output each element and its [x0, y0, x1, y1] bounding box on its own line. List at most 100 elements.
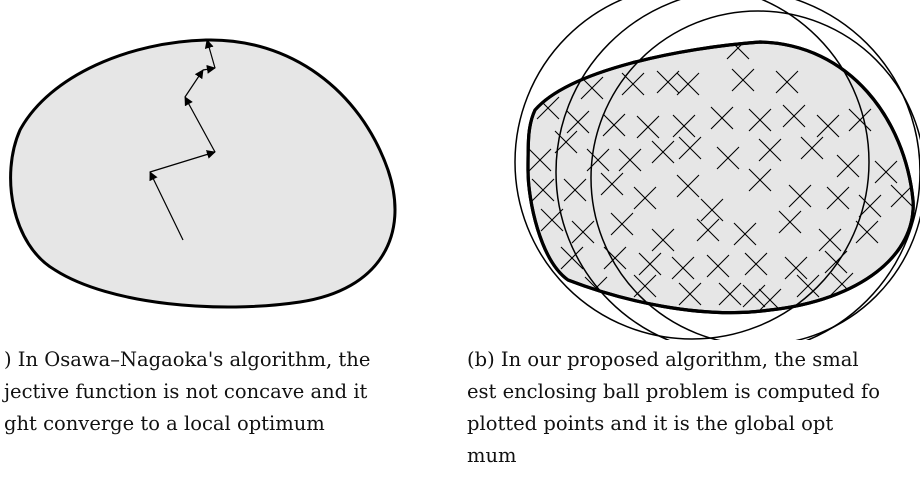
sample-point [744, 252, 768, 276]
caption-b-line: est enclosing ball problem is computed f… [467, 380, 880, 403]
sample-point [676, 72, 700, 96]
sample-point-stroke [638, 252, 662, 276]
sample-point-stroke [651, 228, 675, 252]
sample-point-stroke [796, 274, 820, 298]
caption-a: ) In Osawa–Nagaoka's algorithm, the ject… [4, 344, 454, 440]
sample-point-stroke [528, 148, 552, 172]
sample-point [758, 138, 782, 162]
panel-b-graphic [514, 0, 920, 340]
sample-point-stroke [676, 72, 700, 96]
panel-a-graphic [9, 38, 397, 309]
sample-point-stroke [566, 110, 590, 134]
sample-point [716, 146, 740, 170]
sample-point-stroke [778, 210, 802, 234]
sample-point [656, 70, 680, 94]
enclosing-ball [555, 0, 920, 340]
path-arrow [184, 69, 204, 98]
sample-point-stroke [671, 256, 695, 280]
sample-point [796, 274, 820, 298]
sample-point-stroke [848, 108, 872, 132]
sample-point-stroke [571, 220, 595, 244]
sample-point [818, 228, 842, 252]
sample-point [554, 130, 578, 154]
sample-point-stroke [656, 70, 680, 94]
sample-point [726, 42, 750, 60]
sample-point [610, 212, 634, 236]
figure-graphics [9, 0, 920, 340]
sample-point [671, 256, 695, 280]
sample-point-stroke [560, 246, 584, 270]
sample-point-stroke [748, 108, 772, 132]
sample-point [700, 198, 724, 222]
sample-point-stroke [890, 184, 914, 208]
sample-point-stroke [782, 104, 806, 128]
sample-point [678, 136, 702, 160]
caption-a-line: jective function is not concave and it [4, 380, 368, 403]
sample-point [748, 168, 772, 192]
caption-a-line: ) In Osawa–Nagaoka's algorithm, the [4, 348, 371, 371]
sample-point [748, 108, 772, 132]
sample-point [531, 178, 555, 202]
sample-point-stroke [678, 282, 702, 306]
sample-point [758, 288, 782, 312]
caption-b-line: (b) In our proposed algorithm, the smal [467, 348, 859, 371]
sample-point [600, 172, 624, 196]
sample-point [742, 284, 766, 308]
sample-point [826, 186, 850, 210]
caption-b: (b) In our proposed algorithm, the smal … [467, 344, 920, 472]
sample-point [775, 70, 799, 94]
sample-point [718, 282, 742, 306]
sample-point-stroke [818, 228, 842, 252]
sample-point [874, 160, 898, 184]
sample-point [633, 186, 657, 210]
sample-point [733, 222, 757, 246]
path-arrow [149, 171, 184, 241]
enclosing-ball [514, 0, 870, 340]
sample-point [571, 220, 595, 244]
sample-point [816, 114, 840, 138]
sample-point [651, 228, 675, 252]
caption-a-line: ght converge to a local optimum [4, 412, 325, 435]
sample-point-stroke [651, 140, 675, 164]
sample-point-stroke [621, 72, 645, 96]
sample-point-stroke [540, 208, 564, 232]
sample-point [788, 184, 812, 208]
sample-point [563, 178, 587, 202]
path-arrow [202, 64, 216, 74]
sample-point-stroke [580, 76, 604, 100]
sample-point [800, 136, 824, 160]
caption-b-line: mum [467, 444, 517, 467]
sample-point [731, 68, 755, 92]
path-arrow [184, 96, 216, 153]
sample-point-stroke [816, 114, 840, 138]
sample-point [836, 154, 860, 178]
sample-point [560, 246, 584, 270]
sample-point-stroke [696, 218, 720, 242]
sample-point [858, 194, 882, 218]
feasible-region-a [9, 38, 397, 309]
sample-point-stroke [744, 252, 768, 276]
sample-point-stroke [618, 148, 642, 172]
sample-point [706, 254, 730, 278]
sample-point-stroke [676, 174, 700, 198]
sample-point-stroke [800, 136, 824, 160]
sample-point [528, 148, 552, 172]
sample-point-stroke [531, 178, 555, 202]
path-arrow [204, 39, 216, 69]
sample-point-stroke [633, 186, 657, 210]
sample-point-stroke [775, 70, 799, 94]
sample-point-stroke [855, 220, 879, 244]
sample-point [782, 104, 806, 128]
sample-point-stroke [748, 168, 772, 192]
sample-point-stroke [726, 42, 750, 60]
sample-point-stroke [784, 256, 808, 280]
caption-b-line: plotted points and it is the global opt [467, 412, 834, 435]
sample-point [566, 110, 590, 134]
sample-point [778, 210, 802, 234]
enclosing-balls [514, 0, 920, 340]
sample-point [580, 76, 604, 100]
sample-point [672, 114, 696, 138]
sample-point-stroke [610, 212, 634, 236]
sample-point-stroke [554, 130, 578, 154]
